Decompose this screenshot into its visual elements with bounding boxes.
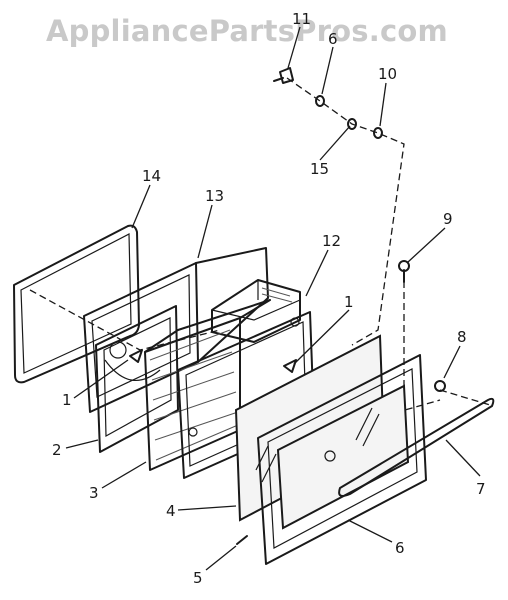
part-8-nut — [434, 380, 446, 392]
part-7-handle — [338, 397, 495, 497]
callout-1-left: 1 — [62, 391, 72, 409]
callout-5: 5 — [193, 569, 203, 587]
part-1-clip-right — [283, 359, 297, 373]
callout-8: 8 — [457, 328, 467, 346]
callout-10: 10 — [378, 65, 397, 83]
alignment-dash-handle — [439, 389, 491, 406]
callout-9: 9 — [443, 210, 453, 228]
callout-1-right: 1 — [344, 293, 354, 311]
part-9-screw — [398, 260, 410, 283]
part-15-spacer — [347, 118, 357, 130]
part-10-washer — [373, 127, 383, 139]
leader-4 — [177, 505, 237, 511]
leader-1b — [293, 309, 350, 365]
callout-11: 11 — [292, 10, 311, 28]
part-12-box-top — [211, 279, 301, 343]
leader-13 — [197, 204, 213, 259]
leader-3 — [101, 461, 147, 489]
leader-6 — [347, 519, 393, 543]
callout-6-top: 6 — [328, 30, 338, 48]
part-2-retainer — [95, 305, 179, 453]
leader-9 — [407, 227, 446, 263]
leader-12 — [305, 249, 329, 297]
leader-10 — [379, 82, 387, 127]
leader-8 — [443, 345, 461, 379]
callout-4: 4 — [166, 502, 176, 520]
part-6-washer — [315, 95, 325, 107]
leader-11 — [287, 26, 301, 69]
part-11-screw — [273, 67, 294, 84]
watermark-text: AppliancePartsPros.com — [46, 14, 448, 48]
leader-14 — [131, 184, 151, 229]
part-14-gasket — [13, 224, 140, 384]
callout-3: 3 — [89, 484, 99, 502]
alignment-dash-left — [29, 289, 221, 351]
leader-6b — [321, 46, 334, 95]
leader-7 — [445, 439, 481, 477]
leader-1a — [73, 359, 129, 399]
callout-7: 7 — [476, 480, 486, 498]
callout-12: 12 — [322, 232, 341, 250]
callout-2: 2 — [52, 441, 62, 459]
part-1-clip-left — [129, 349, 143, 363]
alignment-dash-top — [286, 77, 405, 346]
part-6-outer-frame — [257, 354, 427, 565]
part-5-pin — [236, 535, 248, 545]
callout-15: 15 — [310, 160, 329, 178]
leader-2 — [65, 439, 99, 449]
callout-13: 13 — [205, 187, 224, 205]
callout-6: 6 — [395, 539, 405, 557]
leader-5 — [205, 545, 237, 571]
leader-15 — [319, 125, 351, 161]
callout-14: 14 — [142, 167, 161, 185]
